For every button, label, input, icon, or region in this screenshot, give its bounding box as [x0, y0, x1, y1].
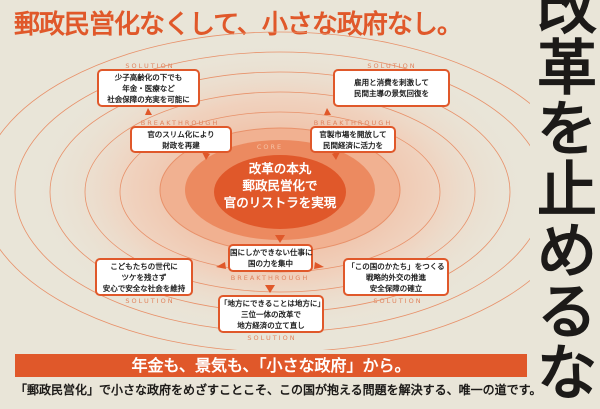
core-line: 改革の本丸 — [248, 161, 312, 176]
box-line: 地方経済の立て直し — [237, 320, 305, 330]
arrows — [145, 108, 341, 293]
slogan-char: る — [537, 278, 597, 348]
box-line: 「地方にできることは地方に」 — [220, 298, 325, 308]
arrow-icon — [275, 235, 285, 243]
box-line: 民間主導の景気回復を — [354, 89, 429, 98]
slogan-char: 止 — [537, 156, 597, 226]
slogan-char: を — [537, 95, 597, 165]
core-text: 改革の本丸 郵政民営化で 官のリストラを実現 — [215, 160, 345, 211]
box-line: 官製市場を開放して — [319, 129, 387, 139]
concentric-rings-diagram — [0, 31, 530, 350]
slogan-char: 革 — [537, 34, 597, 104]
arrow-icon — [145, 108, 152, 115]
box-line: 安全保障の確立 — [369, 283, 423, 293]
breakthrough-label: BREAKTHROUGH — [313, 119, 393, 127]
banner: 年金も、景気も、「小さな政府」から。 — [15, 354, 527, 377]
box-line: 国にしかできない仕事に — [230, 248, 313, 257]
box-line: 戦略的外交の推進 — [366, 272, 426, 282]
ring — [119, 111, 441, 273]
core-label: CORE — [256, 143, 284, 151]
box-line: 財政を再建 — [162, 140, 200, 150]
solution-box-regions: 「地方にできることは地方に」 三位一体の改革で 地方経済の立て直し — [218, 295, 325, 333]
core-line: 郵政民営化で — [242, 178, 318, 193]
breakthrough-box-market: 官製市場を開放して 民間経済に活力を — [310, 126, 396, 153]
ring — [0, 31, 530, 350]
box-line: 年金・医療など — [122, 83, 175, 93]
solution-label: SOLUTION — [125, 297, 175, 305]
solution-label: SOLUTION — [373, 297, 423, 305]
ring — [84, 91, 476, 293]
breakthrough-box-state: 国にしかできない仕事に 国の力を集中 — [228, 244, 313, 272]
breakthrough-label: BREAKTHROUGH — [230, 274, 310, 282]
footer-text: 「郵政民営化」で小さな政府をめざすことこそ、この国が抱える問題を解決する、唯一の… — [15, 383, 542, 397]
arrow-icon — [314, 262, 324, 269]
core-line: 官のリストラを実現 — [223, 195, 337, 210]
box-line: 社会保障の充実を可能に — [107, 94, 190, 104]
solution-label: SOLUTION — [367, 62, 417, 70]
solution-box-economy: 雇用と消費を刺激して 民間主導の景気回復を — [333, 69, 450, 107]
arrow-icon — [265, 285, 275, 293]
arrow-icon — [324, 108, 331, 115]
solution-box-social-security: 少子高齢化の下でも 年金・医療など 社会保障の充実を可能に — [97, 69, 200, 107]
box-line: 少子高齢化の下でも — [114, 72, 183, 82]
box-line: 国の力を集中 — [248, 259, 293, 268]
box-line: 雇用と消費を刺激して — [354, 78, 429, 87]
box-line: 民間経済に活力を — [323, 140, 383, 150]
breakthrough-box-finance: 官のスリム化により 財政を再建 — [130, 126, 232, 153]
core-ellipse — [214, 155, 346, 229]
box-line: 安心で安全な社会を維持 — [102, 283, 186, 293]
solution-box-children: こどもたちの世代に ツケを残さず 安心で安全な社会を維持 — [95, 258, 193, 296]
box-line: 三位一体の改革で — [241, 309, 301, 319]
slogan-char: な — [537, 339, 597, 409]
arrow-icon — [216, 262, 226, 269]
slogan-char: 改 — [537, 0, 597, 43]
solution-box-diplomacy: 「この国のかたち」をつくる 戦略的外交の推進 安全保障の確立 — [343, 258, 449, 296]
solution-label: SOLUTION — [125, 62, 175, 70]
box-line: こどもたちの世代に — [110, 261, 178, 271]
vertical-slogan: 改 革 を 止 め る な — [533, 0, 600, 405]
box-line: 「この国のかたち」をつくる — [347, 261, 445, 271]
breakthrough-label: BREAKTHROUGH — [140, 119, 220, 127]
slogan-char: め — [537, 217, 597, 287]
box-line: 官のスリム化により — [147, 129, 215, 139]
headline: 郵政民営化なくして、小さな政府なし。 — [14, 10, 463, 40]
solution-label: SOLUTION — [247, 334, 297, 342]
box-line: ツケを残さず — [121, 272, 167, 282]
